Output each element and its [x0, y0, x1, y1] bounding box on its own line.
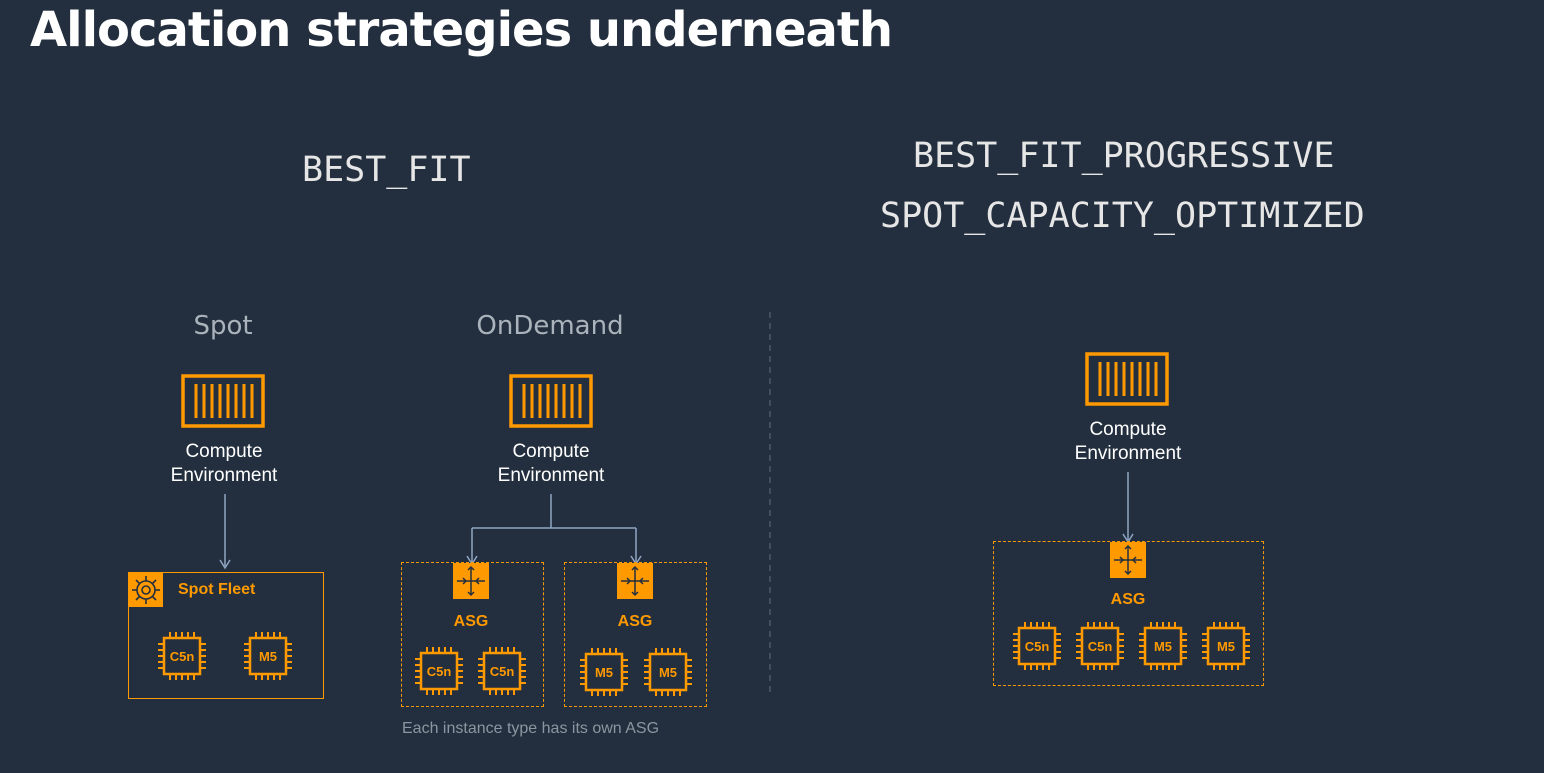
instance-label: M5 — [1217, 639, 1235, 654]
ce-line-1: Compute — [512, 441, 590, 462]
instance-label: C5n — [427, 664, 452, 679]
instance-chip-icon: M5 — [244, 632, 292, 680]
connector-arrow — [219, 494, 231, 570]
connector-arrow — [1122, 472, 1134, 544]
spot-fleet-label: Spot Fleet — [178, 581, 256, 598]
instance-chip-icon: M5 — [644, 648, 692, 696]
instance-label: C5n — [170, 649, 195, 664]
instance-chip-icon: C5n — [1076, 622, 1124, 670]
instance-label: M5 — [1154, 639, 1172, 654]
strategy-best-fit-progressive: BEST_FIT_PROGRESSIVE — [913, 136, 1335, 176]
ce-line-2: Environment — [1074, 443, 1182, 464]
compute-environment-label-spot: Compute Environment — [124, 440, 324, 488]
instance-label: C5n — [1025, 639, 1050, 654]
strategy-best-fit: BEST_FIT — [302, 150, 471, 190]
compute-environment-label-ondemand: Compute Environment — [451, 440, 651, 488]
strategy-spot-capacity-optimized: SPOT_CAPACITY_OPTIMIZED — [880, 196, 1365, 236]
asg-label: ASG — [1110, 591, 1146, 608]
auto-scaling-icon — [1110, 542, 1146, 578]
container-icon — [181, 374, 265, 428]
instance-chip-icon: C5n — [478, 647, 526, 695]
asg-label: ASG — [453, 613, 489, 630]
auto-scaling-icon — [453, 563, 489, 599]
asg-group-box — [401, 562, 544, 707]
ce-line-1: Compute — [1089, 419, 1167, 440]
asg-group-box — [993, 541, 1264, 686]
instance-chip-icon: C5n — [415, 647, 463, 695]
container-icon — [509, 374, 593, 428]
instance-chip-icon: C5n — [1013, 622, 1061, 670]
instance-label: C5n — [490, 664, 515, 679]
instance-label: M5 — [259, 649, 277, 664]
ondemand-label: OnDemand — [476, 311, 624, 341]
compute-environment-label-right: Compute Environment — [1028, 418, 1228, 466]
forked-connector-arrow — [466, 494, 642, 566]
spot-fleet-icon — [129, 573, 163, 607]
auto-scaling-icon — [617, 563, 653, 599]
section-divider — [769, 312, 771, 694]
spot-label: Spot — [193, 311, 253, 341]
spot-fleet-box — [128, 572, 324, 699]
page-title: Allocation strategies underneath — [30, 2, 893, 58]
ce-line-2: Environment — [497, 465, 605, 486]
instance-label: C5n — [1088, 639, 1113, 654]
instance-chip-icon: M5 — [580, 648, 628, 696]
ce-line-1: Compute — [185, 441, 263, 462]
ce-line-2: Environment — [170, 465, 278, 486]
instance-chip-icon: M5 — [1139, 622, 1187, 670]
container-icon — [1085, 352, 1169, 406]
asg-label: ASG — [617, 613, 653, 630]
instance-chip-icon: C5n — [158, 632, 206, 680]
instance-chip-icon: M5 — [1202, 622, 1250, 670]
asg-group-box — [564, 562, 707, 707]
instance-label: M5 — [595, 665, 613, 680]
instance-label: M5 — [659, 665, 677, 680]
asg-note: Each instance type has its own ASG — [402, 720, 660, 737]
